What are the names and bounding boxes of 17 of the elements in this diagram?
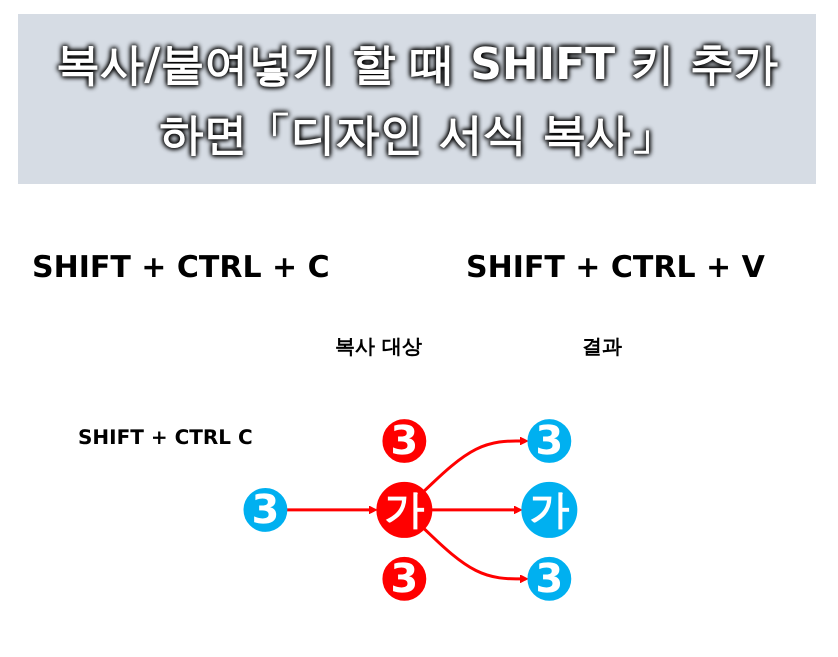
- title: 복사/붙여넣기 할 때 SHIFT 키 추가 하면「디자인 서식 복사」: [18, 14, 816, 184]
- node-circle: 3: [382, 557, 426, 601]
- text-label: SHIFT + CTRL + V: [466, 250, 765, 285]
- node-circle: 3: [382, 419, 426, 463]
- arrow: [431, 506, 522, 514]
- arrow: [286, 506, 377, 514]
- text-label: SHIFT + CTRL + C: [32, 250, 330, 285]
- text-label: 결과: [582, 333, 622, 360]
- node-circle: 3: [527, 419, 571, 463]
- node-circle: 3: [243, 488, 287, 532]
- text-label: SHIFT + CTRL C: [78, 425, 253, 449]
- node-circle: 가: [376, 482, 432, 538]
- text-label: 복사 대상: [335, 333, 422, 360]
- node-circle: 3: [527, 557, 571, 601]
- arrow: [422, 436, 528, 492]
- node-circle: 가: [520, 482, 577, 538]
- arrow: [422, 528, 528, 584]
